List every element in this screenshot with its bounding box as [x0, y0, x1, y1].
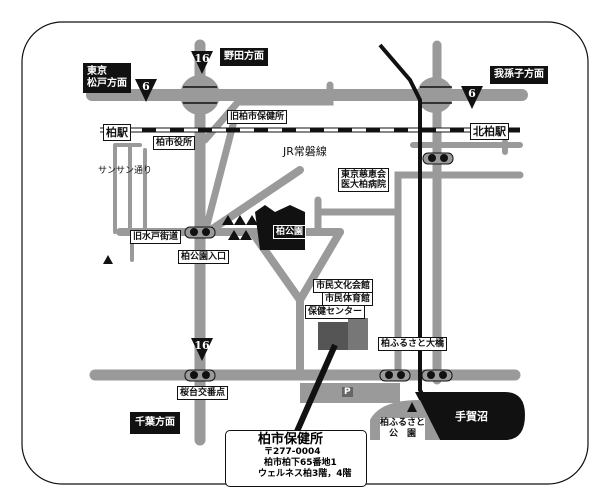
- label-kashiwa-park: 柏公園: [273, 225, 307, 239]
- direction-chiba: 千葉方面: [130, 412, 180, 434]
- direction-noda: 野田方面: [220, 48, 268, 66]
- traffic-lights: [184, 152, 454, 382]
- route-6-shield-icon: 6: [460, 85, 484, 109]
- info-box: 柏市保健所 〒277-0004 柏市柏下65番地1 ウェルネス柏3階，4階: [225, 430, 367, 487]
- label-park-entrance: 柏公園入口: [178, 250, 230, 264]
- label-health-center: 保健センター: [305, 305, 366, 319]
- label-kashiwa-station: 柏駅: [103, 124, 131, 141]
- label-hospital: 東京慈恵会 医大柏病院: [338, 168, 390, 192]
- direction-abiko: 我孫子方面: [490, 66, 548, 84]
- parking-icon: P: [342, 387, 353, 397]
- label-kita-kashiwa-station: 北柏駅: [470, 123, 509, 140]
- label-old-mito-road: 旧水戸街道: [130, 230, 182, 244]
- label-furusato-bridge: 柏ふるさと大橋: [378, 337, 448, 351]
- building-floor: ウェルネス柏3階，4階: [258, 469, 352, 479]
- route-6-shield-icon: 6: [134, 78, 158, 102]
- teganuma-lake: [415, 392, 525, 440]
- route-16-shield-icon: 16: [190, 50, 214, 74]
- route-16-shield-icon: 16: [190, 337, 214, 361]
- label-jr-joban-line: JR常磐線: [283, 145, 327, 158]
- label-city-hall: 柏市役所: [153, 136, 196, 150]
- label-gymnasium: 市民体育館: [322, 292, 374, 306]
- address: 柏市柏下65番地1: [264, 458, 337, 468]
- facility-name: 柏市保健所: [258, 432, 324, 447]
- label-sunsun-street: サンサン通り: [98, 166, 153, 176]
- label-old-health-center: 旧柏市保健所: [227, 110, 288, 124]
- label-teganuma: 手賀沼: [455, 410, 488, 423]
- label-furusato-park: 柏ふるさと 公 園: [380, 418, 426, 440]
- postal-code: 〒277-0004: [264, 447, 321, 457]
- label-sakuradai: 桜台交番点: [177, 386, 229, 400]
- direction-tokyo-matsudo: 東京 松戸方面: [83, 63, 131, 93]
- label-culture-hall: 市民文化会館: [313, 279, 374, 293]
